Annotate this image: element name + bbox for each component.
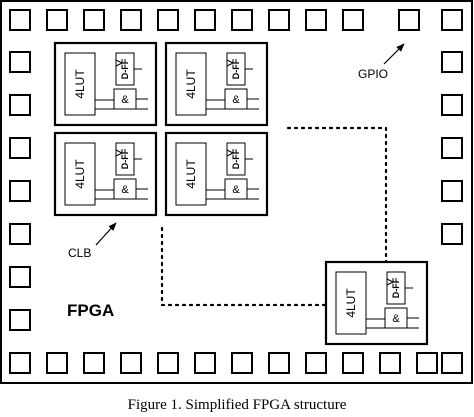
- gpio-pad: [9, 137, 31, 159]
- dff-label: D-FF: [231, 58, 241, 79]
- gpio-pad: [441, 352, 463, 374]
- clb: 4LUT D-FF &: [53, 131, 158, 217]
- gpio-pad: [9, 266, 31, 288]
- fpga-label: FPGA: [67, 301, 114, 320]
- gpio-pad: [342, 352, 364, 374]
- gpio-pad: [441, 137, 463, 159]
- lut-label: 4LUT: [73, 69, 87, 99]
- clb-frame: [53, 41, 158, 127]
- and-gate-label: &: [121, 184, 129, 196]
- clb-blocks: 4LUTD-FF&4LUTD-FF&4LUTD-FF&4LUTD-FF&4LUT…: [53, 41, 429, 346]
- gpio-pad: [441, 9, 463, 31]
- clock-marker: [226, 59, 235, 67]
- clb-annotation: CLB: [68, 246, 91, 260]
- clb-frame: [164, 41, 269, 127]
- gpio-pad: [9, 180, 31, 202]
- lut-label: 4LUT: [344, 288, 358, 318]
- gpio-pad: [441, 51, 463, 73]
- gpio-annotation: GPIO: [358, 67, 388, 81]
- and-gate-label: &: [121, 94, 129, 106]
- clb-frame: [324, 260, 429, 346]
- gpio-pad: [231, 9, 253, 31]
- dff-label: D-FF: [391, 277, 401, 298]
- clb-frame: [53, 131, 158, 217]
- gpio-pad: [9, 51, 31, 73]
- and-gate-label: &: [232, 94, 240, 106]
- routing-path-bottom: [160, 226, 328, 307]
- lut-box: [175, 142, 207, 206]
- clock-marker: [115, 149, 124, 157]
- lut-box: [175, 52, 207, 116]
- gpio-pad: [194, 9, 216, 31]
- gpio-pad: [305, 352, 327, 374]
- clb: 4LUT D-FF &: [164, 131, 269, 217]
- gpio-pad: [157, 9, 179, 31]
- clb: 4LUT D-FF &: [53, 41, 158, 127]
- clb: 4LUT D-FF &: [324, 260, 429, 346]
- and-gate-label: &: [232, 184, 240, 196]
- gpio-pad: [120, 352, 142, 374]
- gpio-pad: [268, 9, 290, 31]
- lut-box: [64, 52, 96, 116]
- lut-box: [64, 142, 96, 206]
- gpio-pad: [398, 9, 420, 31]
- routing-path-top: [286, 126, 388, 264]
- fpga-chip-outline: [0, 0, 473, 384]
- gpio-pad: [83, 352, 105, 374]
- clb: 4LUT D-FF &: [164, 41, 269, 127]
- gpio-arrow: [383, 43, 405, 65]
- gpio-pad: [305, 9, 327, 31]
- dff-label: D-FF: [120, 148, 130, 169]
- gpio-pad: [441, 180, 463, 202]
- gpio-pad: [9, 223, 31, 245]
- gpio-pad: [379, 352, 401, 374]
- gpio-pad: [9, 309, 31, 331]
- gpio-pads: [9, 9, 463, 374]
- gpio-pad: [441, 94, 463, 116]
- dff-label: D-FF: [120, 58, 130, 79]
- clb-frame: [164, 131, 269, 217]
- clock-marker: [386, 278, 395, 286]
- lut-label: 4LUT: [73, 159, 87, 189]
- gpio-pad: [120, 9, 142, 31]
- gpio-pad: [416, 352, 438, 374]
- clb-arrow: [95, 222, 117, 246]
- gpio-pad: [342, 9, 364, 31]
- clock-marker: [115, 59, 124, 67]
- figure-caption: Figure 1. Simplified FPGA structure: [128, 397, 347, 412]
- gpio-pad: [83, 9, 105, 31]
- lut-box: [335, 271, 367, 335]
- lut-label: 4LUT: [184, 69, 198, 99]
- and-gate-label: &: [392, 313, 400, 325]
- gpio-pad: [268, 352, 290, 374]
- dff-label: D-FF: [231, 148, 241, 169]
- gpio-pad: [9, 94, 31, 116]
- gpio-pad: [9, 9, 31, 31]
- lut-label: 4LUT: [184, 159, 198, 189]
- gpio-pad: [46, 352, 68, 374]
- gpio-pad: [157, 352, 179, 374]
- gpio-pad: [9, 352, 31, 374]
- gpio-pad: [46, 9, 68, 31]
- gpio-pad: [441, 223, 463, 245]
- gpio-pad: [194, 352, 216, 374]
- clock-marker: [226, 149, 235, 157]
- gpio-pad: [231, 352, 253, 374]
